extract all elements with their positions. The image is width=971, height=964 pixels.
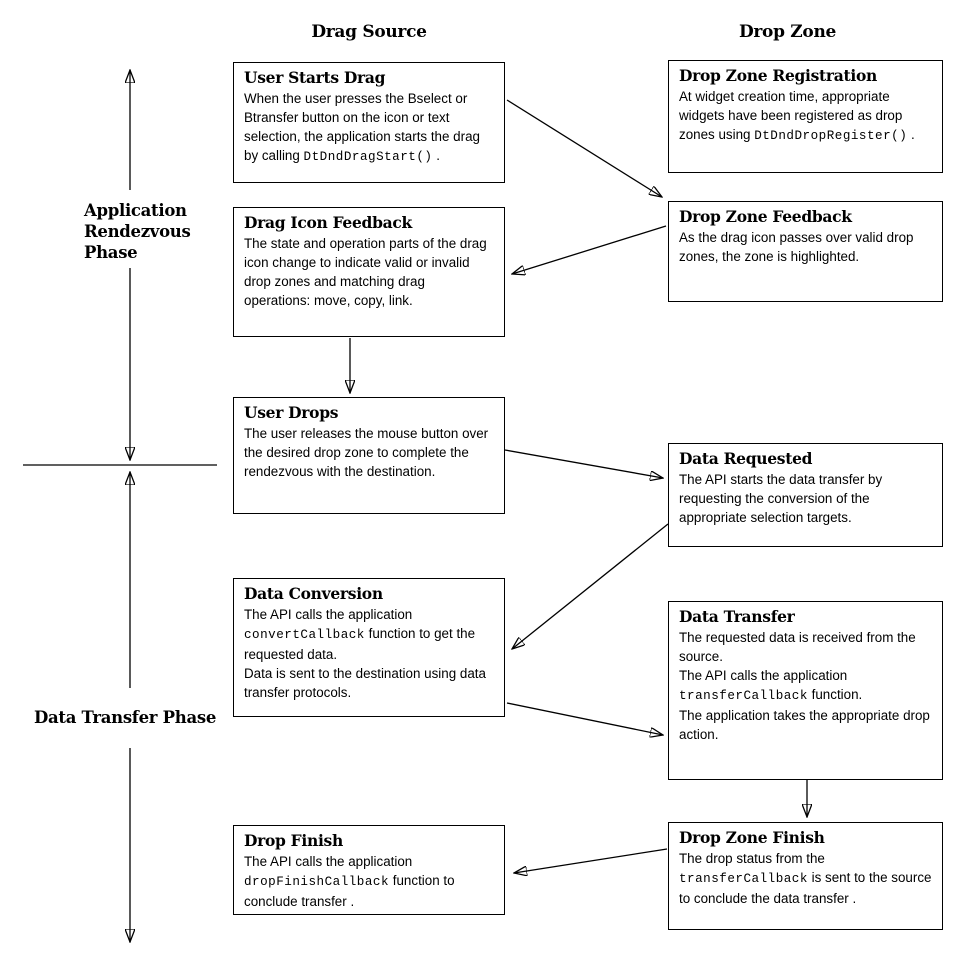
box-data-transfer: Data Transfer The requested data is rece…	[668, 601, 943, 780]
box-body: The user releases the mouse button over …	[244, 426, 492, 479]
box-user-starts-drag: User Starts Drag When the user presses t…	[233, 62, 505, 183]
arrow-drop-zone-feedback-to-drag-icon-feedback	[512, 225, 667, 274]
code-identifier: transferCallback	[679, 689, 808, 703]
code-identifier: dropFinishCallback	[244, 875, 390, 889]
box-title: Drop Finish	[244, 831, 343, 850]
box-title: Drag Icon Feedback	[244, 213, 412, 232]
phase-label-data-transfer: Data Transfer Phase	[34, 708, 217, 727]
box-data-conversion: Data Conversion The API calls the applic…	[233, 578, 505, 717]
box-title: Data Requested	[679, 449, 813, 468]
box-drop-finish: Drop Finish The API calls the applicatio…	[233, 825, 505, 915]
box-drop-zone-feedback: Drop Zone Feedback As the drag icon pass…	[668, 201, 943, 302]
box-title: Data Conversion	[244, 584, 383, 603]
box-body: The API calls the application convertCal…	[244, 607, 486, 700]
box-drop-zone-finish: Drop Zone Finish The drop status from th…	[668, 822, 943, 930]
arrow-data-requested-to-data-conversion	[512, 523, 669, 649]
box-body: The drop status from the transferCallbac…	[679, 851, 936, 906]
box-body: At widget creation time, appropriate wid…	[679, 89, 915, 143]
column-header-drag-source: Drag Source	[311, 22, 427, 42]
box-body: The API calls the application dropFinish…	[244, 854, 459, 909]
box-title: User Starts Drag	[244, 68, 386, 87]
box-body: The requested data is received from the …	[679, 630, 930, 742]
arrow-user-drops-to-data-requested	[504, 449, 663, 478]
box-body: The API starts the data transfer by requ…	[679, 472, 886, 525]
arrow-user-starts-drag-to-drop-zone-feedback	[506, 99, 662, 197]
box-data-requested: Data Requested The API starts the data t…	[668, 443, 943, 547]
arrow-drop-zone-finish-to-drop-finish	[514, 848, 668, 873]
box-drop-zone-registration: Drop Zone Registration At widget creatio…	[668, 60, 943, 173]
code-identifier: transferCallback	[679, 872, 808, 886]
code-identifier: convertCallback	[244, 628, 365, 642]
phase-label-application-rendezvous: Application Rendezvous Phase	[84, 201, 191, 262]
arrow-data-conversion-to-data-transfer	[506, 702, 663, 735]
box-body: When the user presses the Bselect or Btr…	[244, 91, 484, 164]
box-body: The state and operation parts of the dra…	[244, 236, 491, 308]
box-body: As the drag icon passes over valid drop …	[679, 230, 918, 264]
box-title: User Drops	[244, 403, 339, 422]
column-header-drop-zone: Drop Zone	[738, 22, 837, 42]
box-drag-icon-feedback: Drag Icon Feedback The state and operati…	[233, 207, 505, 337]
code-identifier: DtDndDragStart()	[303, 150, 433, 164]
box-user-drops: User Drops The user releases the mouse b…	[233, 397, 505, 514]
box-title: Data Transfer	[679, 607, 795, 626]
box-title: Drop Zone Feedback	[679, 207, 852, 226]
box-title: Drop Zone Finish	[679, 828, 825, 847]
box-title: Drop Zone Registration	[679, 66, 877, 85]
code-identifier: DtDndDropRegister()	[754, 129, 908, 143]
